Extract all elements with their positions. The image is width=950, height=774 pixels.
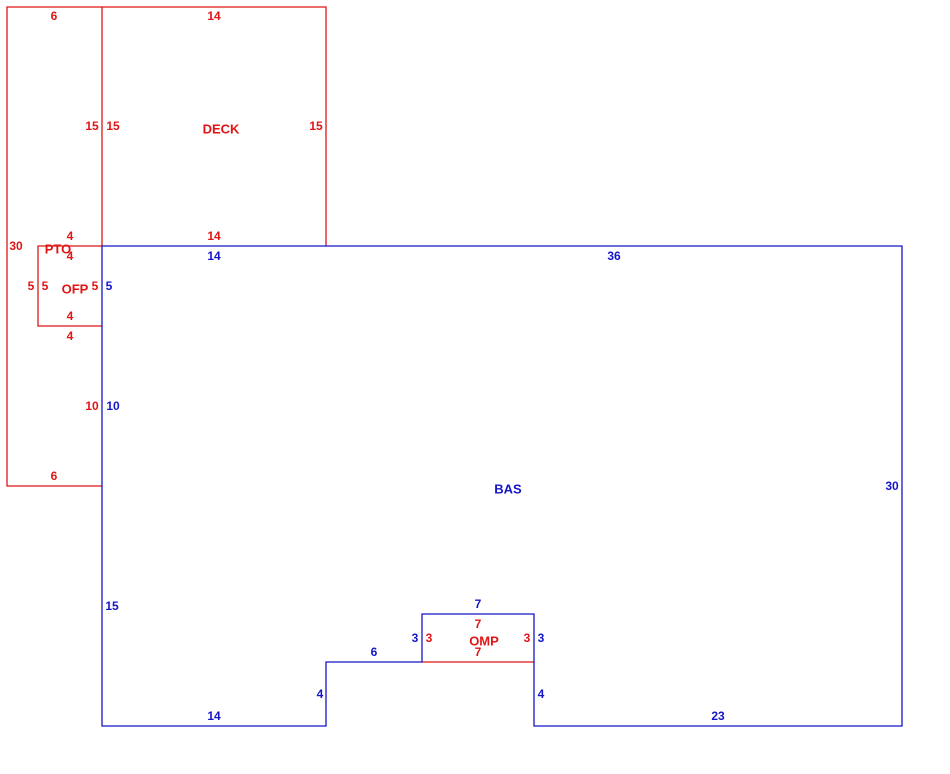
pto-dim-right-upper: 15 [85, 119, 99, 133]
ofp-area-label: OFP [62, 281, 89, 296]
pto-dim-right-lower: 10 [85, 399, 99, 413]
pto-dim-bottom: 6 [51, 469, 58, 483]
omp-dim-left: 3 [426, 631, 433, 645]
deck-area-label: DECK [203, 121, 240, 136]
bas-dim-left-mid: 10 [106, 399, 120, 413]
ofp-dim-right: 5 [92, 279, 99, 293]
deck-dim-top: 14 [207, 9, 221, 23]
bas-area-label: BAS [494, 481, 522, 496]
deck-dim-bottom: 14 [207, 229, 221, 243]
deck-dim-right: 15 [309, 119, 323, 133]
omp-area-label: OMP [469, 633, 499, 648]
bas-dim-notch-right: 4 [538, 687, 545, 701]
ofp-dim-bottom: 4 [67, 309, 74, 323]
deck-outline [101, 6, 327, 246]
bas-dim-notch-top: 6 [371, 645, 378, 659]
ofp-dim-top: 4 [67, 249, 74, 263]
omp-dim-top: 7 [475, 617, 482, 631]
bas-dim-bottom-left: 14 [207, 709, 221, 723]
bas-dim-left-upper: 5 [106, 279, 113, 293]
ofp-dim-left-outer: 5 [28, 279, 35, 293]
ofp-outline [37, 245, 102, 327]
bas-dim-top-left: 14 [207, 249, 221, 263]
pto-dim-top: 6 [51, 9, 58, 23]
pto-outline [6, 6, 102, 487]
ofp-dim-left: 5 [42, 279, 49, 293]
omp-dim-bottom: 7 [475, 645, 482, 659]
bas-outline [101, 245, 903, 727]
bas-dim-bump-right: 3 [538, 631, 545, 645]
bas-dim-bump-left: 3 [412, 631, 419, 645]
bas-dim-notch-left: 4 [317, 687, 324, 701]
bas-dim-left-lower: 15 [105, 599, 119, 613]
bas-dim-bump-top: 7 [475, 597, 482, 611]
omp-dim-right: 3 [524, 631, 531, 645]
bas-dim-top-right: 36 [607, 249, 621, 263]
pto-dim-left: 30 [9, 239, 23, 253]
bas-dim-bottom-right: 23 [711, 709, 725, 723]
pto-dim-right-mid-top: 4 [67, 229, 74, 243]
deck-dim-left: 15 [106, 119, 120, 133]
bas-dim-right: 30 [885, 479, 899, 493]
pto-dim-right-mid-bottom: 4 [67, 329, 74, 343]
pto-area-label: PTO [45, 241, 72, 256]
